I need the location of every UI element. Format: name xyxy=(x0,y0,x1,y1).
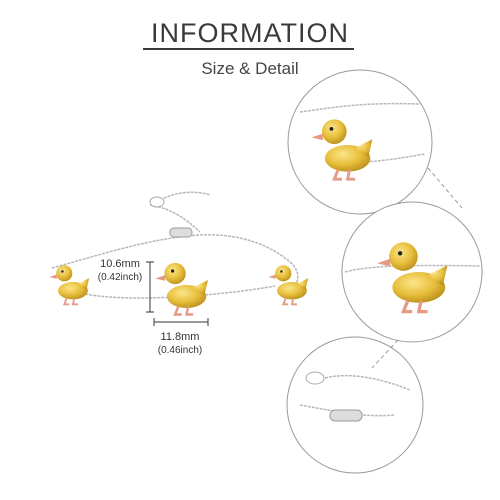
width-dimension-bracket xyxy=(153,318,209,326)
height-dimension-label: 10.6mm (0.42inch) xyxy=(90,258,150,284)
detail-circle-top xyxy=(287,69,433,215)
width-mm: 11.8mm xyxy=(160,331,200,343)
duck-charm-center xyxy=(154,261,210,316)
title-underline xyxy=(143,48,354,50)
height-inch: (0.42inch) xyxy=(97,272,143,283)
detail-circle-bottom xyxy=(286,336,424,474)
height-mm: 10.6mm xyxy=(100,258,140,270)
page-subtitle: Size & Detail xyxy=(201,59,299,78)
width-dimension-label: 11.8mm (0.46inch) xyxy=(148,331,212,357)
height-dimension-bracket xyxy=(146,261,154,313)
width-inch: (0.46inch) xyxy=(157,345,203,356)
detail-circle-middle xyxy=(341,201,483,343)
duck-charm-right xyxy=(267,264,310,306)
page-title: INFORMATION xyxy=(151,18,349,48)
bracelet-chain xyxy=(51,191,299,299)
duck-charm-left xyxy=(48,264,91,306)
dashed-connectors xyxy=(371,167,463,369)
